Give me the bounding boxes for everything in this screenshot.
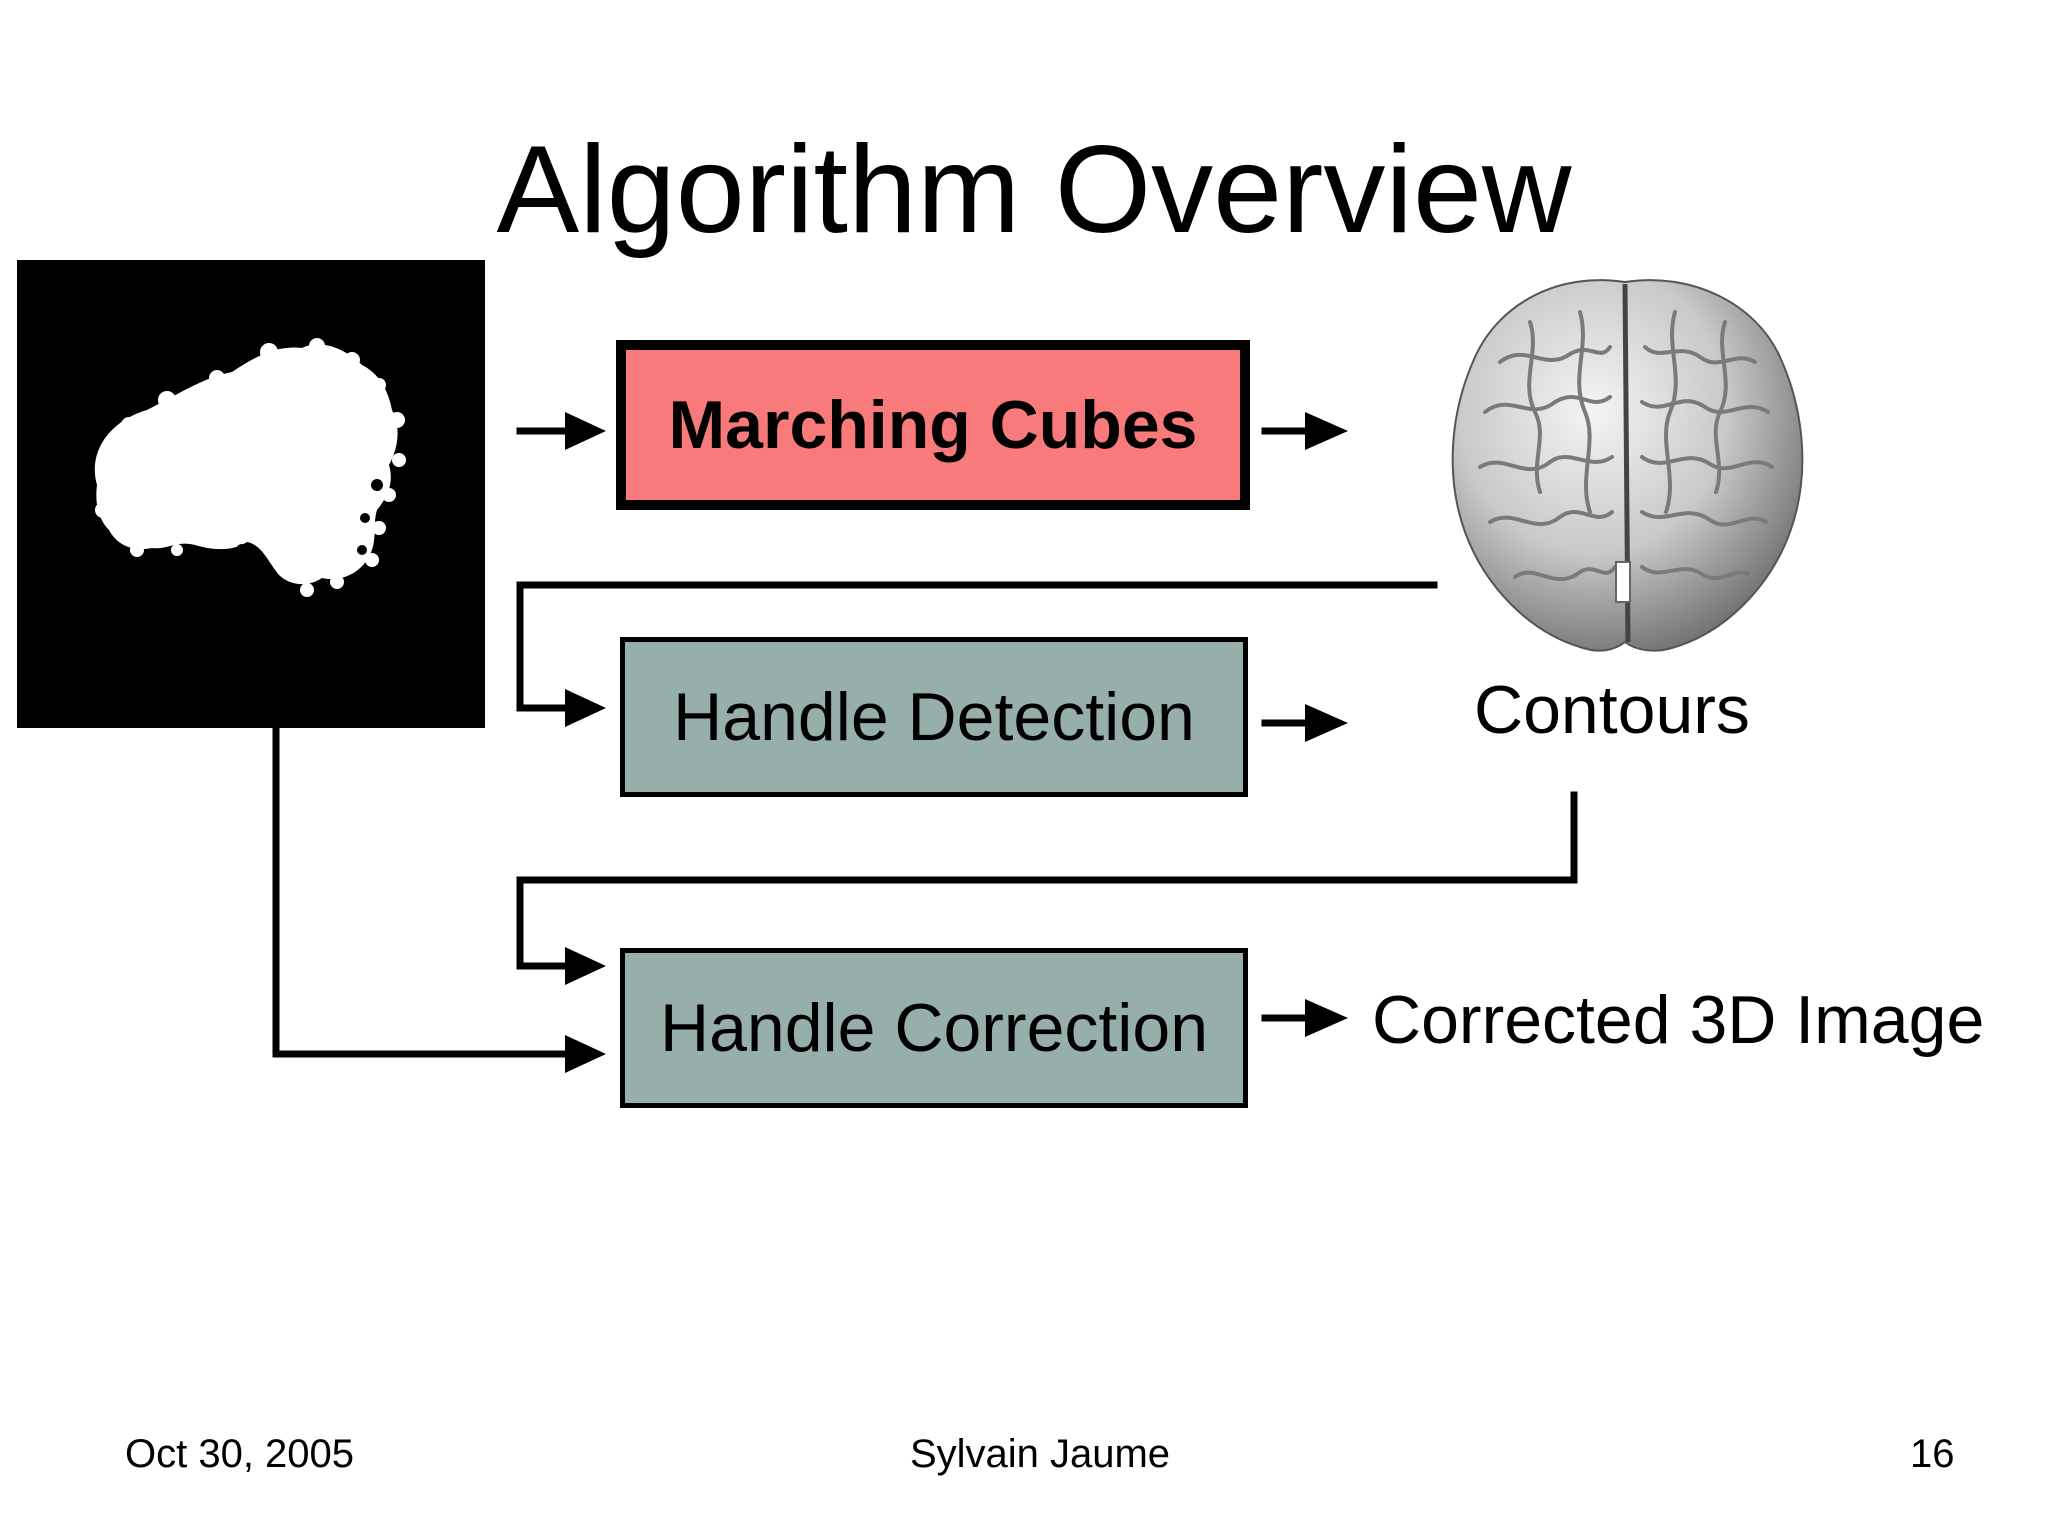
arrowhead-icon — [565, 412, 606, 450]
step-marching-cubes-label: Marching Cubes — [668, 387, 1198, 463]
slide-title: Algorithm Overview — [496, 121, 1572, 259]
arrowhead-icon — [1305, 704, 1348, 742]
step-handle-detection: Handle Detection — [620, 637, 1248, 797]
arrowhead-icon — [1305, 999, 1348, 1037]
arrowhead-icon — [565, 947, 606, 985]
connector-contours-to-handle-correction — [516, 791, 1578, 970]
brain-mesh-render-icon — [1451, 279, 1804, 652]
step-marching-cubes: Marching Cubes — [616, 340, 1250, 510]
footer-page-number: 16 — [1910, 1432, 1955, 1476]
input-brain-slice-image — [17, 260, 485, 728]
arrowhead-icon — [1305, 412, 1348, 450]
step-handle-correction-label: Handle Correction — [659, 990, 1209, 1066]
output-contours-label: Contours — [1474, 672, 1750, 748]
arrowhead-icon — [565, 1035, 606, 1073]
footer-author: Sylvain Jaume — [909, 1432, 1171, 1476]
output-corrected-image-label: Corrected 3D Image — [1372, 982, 1985, 1058]
footer-date: Oct 30, 2005 — [125, 1432, 355, 1476]
connector-mesh-to-handle-detection — [516, 581, 1438, 712]
brain-slice-icon — [94, 338, 406, 597]
step-handle-detection-label: Handle Detection — [673, 679, 1195, 755]
arrowhead-icon — [565, 689, 606, 727]
step-handle-correction: Handle Correction — [620, 948, 1248, 1108]
connector-input-to-handle-correction — [272, 722, 574, 1058]
